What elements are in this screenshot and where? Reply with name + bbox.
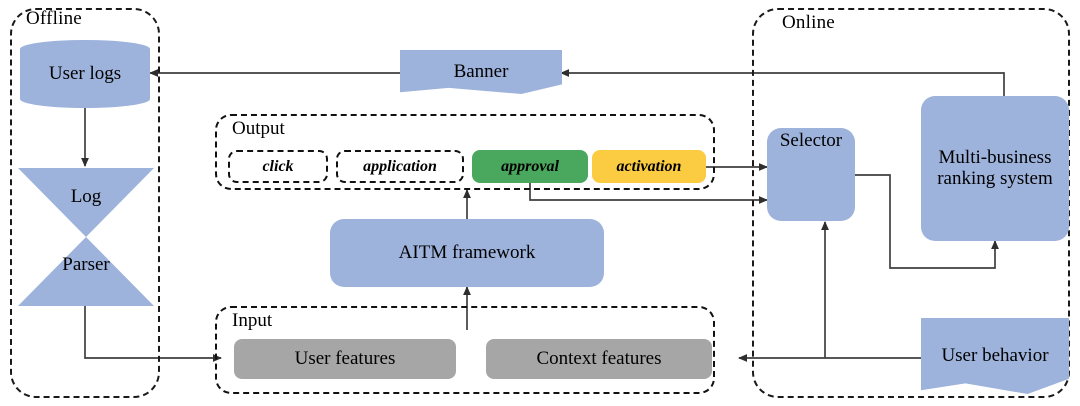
- node-user-features[interactable]: User features: [234, 339, 456, 379]
- node-aitm-framework[interactable]: AITM framework: [330, 219, 604, 287]
- node-context-features-label: Context features: [536, 347, 662, 369]
- node-banner[interactable]: Banner: [400, 50, 562, 94]
- node-user-behavior[interactable]: User behavior: [921, 318, 1069, 394]
- node-parser-label: Parser: [62, 254, 110, 275]
- node-user-logs-label: User logs: [48, 63, 122, 84]
- group-output: [215, 114, 715, 190]
- node-user-features-label: User features: [294, 347, 396, 369]
- node-selector[interactable]: Selector: [767, 128, 855, 221]
- output-chip-activation-label: activation: [616, 157, 682, 175]
- zone-offline-label: Offline: [26, 8, 82, 29]
- output-chip-click[interactable]: click: [228, 150, 328, 183]
- node-aitm-framework-label: AITM framework: [398, 241, 536, 263]
- output-chip-application-label: application: [363, 157, 437, 175]
- node-context-features[interactable]: Context features: [486, 339, 712, 379]
- node-log-label: Log: [70, 186, 102, 207]
- cylinder-cap-bottom: [20, 90, 150, 108]
- zone-offline: [10, 8, 160, 398]
- cylinder-cap-top: [20, 40, 150, 58]
- node-selector-label: Selector: [779, 130, 843, 151]
- group-input: [215, 306, 715, 394]
- group-input-label: Input: [232, 310, 273, 331]
- node-log-parser[interactable]: Log Parser: [18, 168, 154, 306]
- output-chip-application[interactable]: application: [336, 150, 464, 183]
- zone-online: [752, 8, 1070, 398]
- node-user-behavior-label: User behavior: [941, 345, 1049, 367]
- output-chip-approval[interactable]: approval: [472, 150, 588, 183]
- node-user-logs[interactable]: User logs: [20, 40, 150, 108]
- zone-online-label: Online: [782, 12, 835, 33]
- node-ranking-system-label: Multi-business ranking system: [937, 146, 1053, 189]
- output-chip-activation[interactable]: activation: [592, 150, 706, 183]
- group-output-label: Output: [232, 118, 285, 139]
- output-chip-click-label: click: [262, 157, 294, 175]
- node-ranking-system[interactable]: Multi-business ranking system: [921, 96, 1069, 241]
- output-chip-approval-label: approval: [501, 157, 559, 175]
- node-banner-label: Banner: [453, 61, 509, 83]
